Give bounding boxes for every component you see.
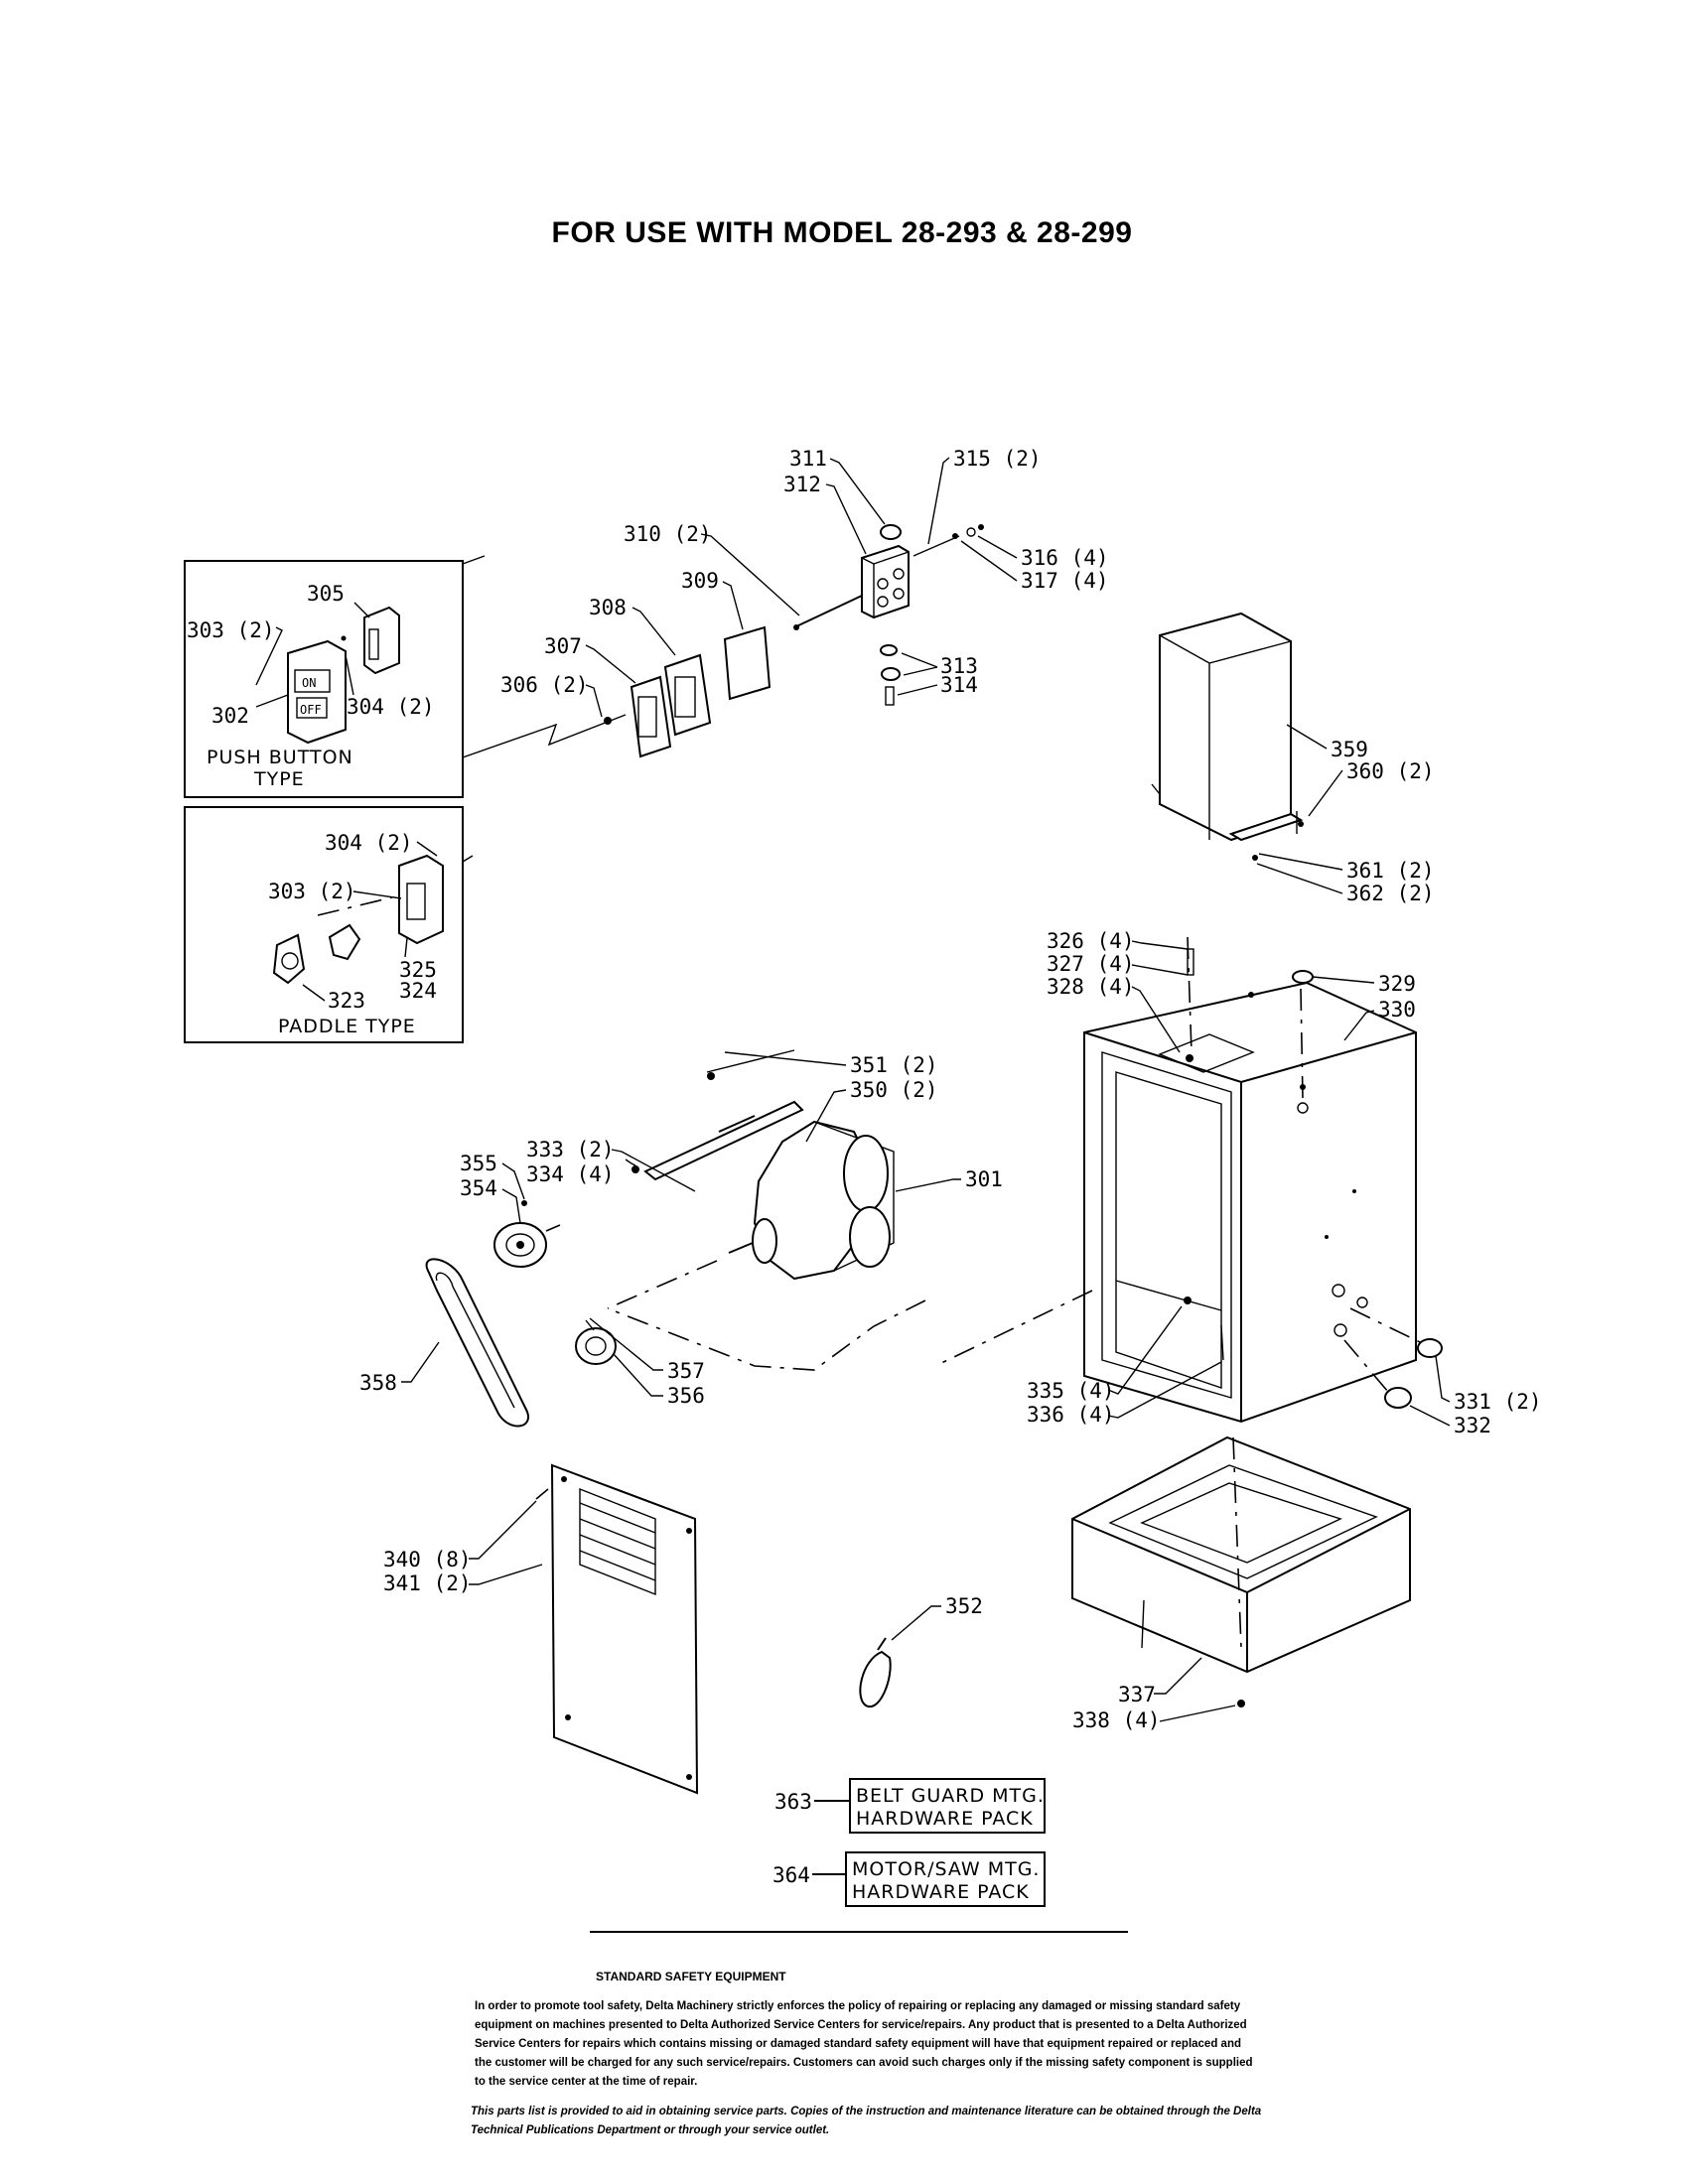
callout-336: 336 (4)	[1027, 1403, 1115, 1427]
base-337: 337 338 (4)	[1071, 1435, 1411, 1732]
hardware-pack-364: 364 MOTOR/SAW MTG. HARDWARE PACK	[772, 1851, 1046, 1907]
push-button-label-2: TYPE	[253, 768, 305, 790]
callout-361: 361 (2)	[1346, 859, 1435, 883]
callout-334: 334 (4)	[526, 1162, 615, 1186]
callout-313: 313	[940, 654, 978, 678]
callout-324: 324	[399, 979, 437, 1003]
callout-335: 335 (4)	[1027, 1379, 1115, 1403]
callout-307: 307	[544, 634, 582, 658]
svg-text:ON: ON	[302, 676, 316, 690]
callout-305: 305	[307, 582, 345, 606]
safety-body: In order to promote tool safety, Delta M…	[475, 2000, 1253, 2088]
callout-311: 311	[789, 447, 827, 471]
safety-heading: STANDARD SAFETY EQUIPMENT	[596, 1970, 786, 1983]
callout-326: 326 (4)	[1047, 929, 1135, 953]
callout-357: 357	[667, 1359, 705, 1383]
callout-306: 306 (2)	[500, 673, 589, 697]
callout-354: 354	[460, 1176, 497, 1200]
callout-333: 333 (2)	[526, 1138, 615, 1161]
callout-309: 309	[681, 569, 719, 593]
callout-327: 327 (4)	[1047, 952, 1135, 976]
push-button-label-1: PUSH BUTTON	[207, 747, 353, 768]
pulleys-and-belt: 355 354 358 357 356	[359, 1152, 705, 1428]
hardware-pack-363: 363 BELT GUARD MTG. HARDWARE PACK	[774, 1778, 1046, 1834]
callout-356: 356	[667, 1384, 705, 1408]
cabinet-330: 326 (4) 327 (4) 328 (4) 329 330 331 (2) …	[1027, 929, 1542, 1437]
wrench-352: 352	[859, 1594, 983, 1708]
callout-340: 340 (8)	[383, 1548, 472, 1571]
paddle-inset: 304 (2) 303 (2) 325 324 323 PADDLE TYPE	[184, 806, 464, 1043]
callout-360: 360 (2)	[1346, 759, 1435, 783]
belt-guard-door: 340 (8) 341 (2)	[383, 1463, 699, 1795]
callout-341: 341 (2)	[383, 1571, 472, 1595]
callout-325: 325	[399, 958, 437, 982]
svg-text:OFF: OFF	[300, 703, 322, 717]
callout-316: 316 (4)	[1021, 546, 1109, 570]
callout-314: 314	[940, 673, 978, 697]
push-button-inset: ON OFF 305 303 (2) 302 304 (2) PUSH BUTT…	[184, 560, 464, 798]
callout-310: 310 (2)	[624, 522, 712, 546]
callout-301: 301	[965, 1167, 1003, 1191]
motor-pack-line-1: MOTOR/SAW MTG.	[852, 1858, 1040, 1880]
callout-304a: 304 (2)	[347, 695, 435, 719]
page-title: FOR USE WITH MODEL 28-293 & 28-299	[551, 216, 1133, 249]
switch-plate-assembly: 311 312 315 (2) 316 (4) 317 (4) 310 (2) …	[500, 447, 1109, 758]
callout-352: 352	[945, 1594, 983, 1618]
callout-358: 358	[359, 1371, 397, 1395]
belt-pack-line-2: HARDWARE PACK	[856, 1808, 1034, 1830]
callout-304b: 304 (2)	[325, 831, 413, 855]
callout-355: 355	[460, 1152, 497, 1175]
callout-303b: 303 (2)	[268, 880, 356, 903]
callout-330: 330	[1378, 998, 1416, 1022]
belt-pack-line-1: BELT GUARD MTG.	[856, 1785, 1045, 1807]
paddle-label: PADDLE TYPE	[278, 1016, 416, 1037]
callout-302: 302	[211, 704, 249, 728]
callout-362: 362 (2)	[1346, 882, 1435, 905]
callout-364: 364	[772, 1863, 810, 1887]
callout-308: 308	[589, 596, 627, 619]
callout-350: 350 (2)	[850, 1078, 938, 1102]
callout-312: 312	[783, 473, 821, 496]
parts-list-footnote: This parts list is provided to aid in ob…	[471, 2106, 1262, 2136]
dust-cover-359: 359 360 (2) 361 (2) 362 (2)	[1151, 612, 1435, 905]
callout-323: 323	[328, 989, 365, 1013]
callout-363: 363	[774, 1790, 812, 1814]
callout-329: 329	[1378, 972, 1416, 996]
callout-337: 337	[1118, 1683, 1156, 1706]
callout-328: 328 (4)	[1047, 975, 1135, 999]
callout-351: 351 (2)	[850, 1053, 938, 1077]
callout-359: 359	[1331, 738, 1368, 761]
callout-332: 332	[1454, 1414, 1491, 1437]
motor-assembly: 301 333 (2) 334 (4) 351 (2) 350 (2)	[526, 1049, 1003, 1309]
callout-331: 331 (2)	[1454, 1390, 1542, 1414]
callout-338: 338 (4)	[1072, 1708, 1161, 1732]
callout-303a: 303 (2)	[187, 618, 275, 642]
callout-315: 315 (2)	[953, 447, 1042, 471]
motor-pack-line-2: HARDWARE PACK	[852, 1881, 1030, 1903]
callout-317: 317 (4)	[1021, 569, 1109, 593]
